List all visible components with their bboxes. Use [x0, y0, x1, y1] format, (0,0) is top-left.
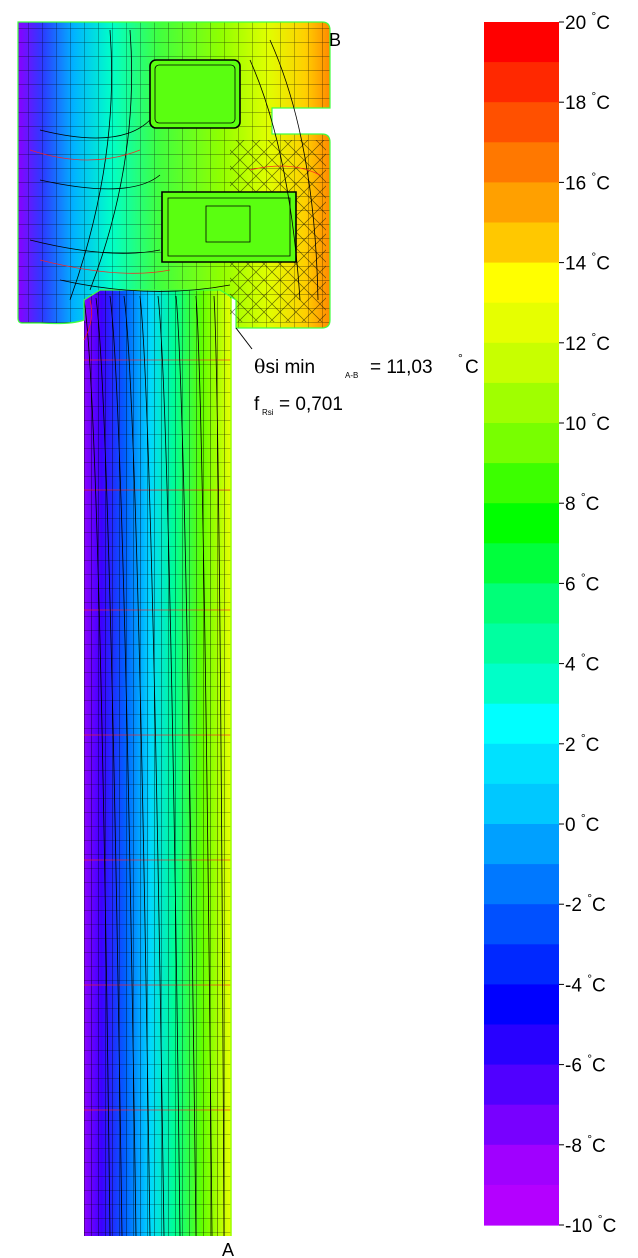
colorbar-level-28 [484, 1144, 559, 1186]
colorbar-level-13 [484, 543, 559, 584]
colorbar-tick--8: -8 °C [559, 1132, 606, 1157]
colorbar-level-29 [484, 1184, 559, 1226]
colorbar-level-19 [484, 783, 559, 825]
wall-section [83, 290, 232, 1237]
colorbar-tick-0: 0 °C [559, 811, 599, 836]
colorbar-level-9 [484, 382, 559, 424]
colorbar-level-15 [484, 623, 559, 665]
f-rsi-annotation: f Rsi = 0,701 [254, 394, 343, 417]
colorbar-tick-label: -2 °C [565, 891, 606, 916]
colorbar-tick-label: 2 °C [565, 731, 599, 756]
colorbar-tick-label: 16 °C [565, 169, 610, 194]
colorbar-tick-label: 8 °C [565, 490, 599, 515]
colorbar-tick-label: 10 °C [565, 410, 610, 435]
colorbar-tick-12: 12 °C [559, 330, 610, 355]
colorbar-level-7 [484, 302, 559, 344]
colorbar-tick-label: 6 °C [565, 570, 599, 595]
svg-text:C: C [465, 357, 479, 378]
colorbar-level-2 [484, 102, 559, 143]
colorbar-tick-label: -10 °C [565, 1212, 616, 1237]
colorbar-tick-label: 4 °C [565, 651, 599, 676]
colorbar-level-27 [484, 1104, 559, 1146]
svg-text:°: ° [458, 351, 463, 365]
colorbar-level-4 [484, 182, 559, 224]
colorbar-tick--6: -6 °C [559, 1052, 606, 1077]
colorbar-tick-label: 20 °C [565, 9, 610, 34]
colorbar-level-1 [484, 62, 559, 103]
colorbar-tick-label: -4 °C [565, 971, 606, 996]
colorbar-level-3 [484, 142, 559, 183]
colorbar-level-5 [484, 222, 559, 264]
colorbar-tick-label: 0 °C [565, 811, 599, 836]
colorbar-tick--2: -2 °C [559, 891, 606, 916]
colorbar-tick-10: 10 °C [559, 410, 610, 435]
colorbar-level-21 [484, 864, 559, 905]
colorbar-level-24 [484, 984, 559, 1026]
svg-text:A-B: A-B [345, 371, 358, 380]
colorbar-level-17 [484, 703, 559, 745]
window-frame-section [17, 21, 331, 341]
theta-si-min-annotation: θsi min A-B = 11,03 ° C [254, 351, 479, 380]
point-a-label: A [222, 1240, 234, 1258]
colorbar-tick--4: -4 °C [559, 971, 606, 996]
colorbar-level-0 [484, 22, 559, 63]
colorbar-tick-label: 18 °C [565, 89, 610, 114]
colorbar-level-25 [484, 1024, 559, 1066]
colorbar-level-18 [484, 743, 559, 785]
colorbar-tick-label: 12 °C [565, 330, 610, 355]
colorbar-tick-label: -8 °C [565, 1132, 606, 1157]
colorbar-tick--10: -10 °C [559, 1212, 616, 1237]
colorbar-tick-14: 14 °C [559, 250, 610, 275]
colorbar-tick-6: 6 °C [559, 570, 599, 595]
svg-text:f: f [254, 394, 260, 415]
svg-text:Rsi: Rsi [262, 408, 274, 417]
colorbar-tick-16: 16 °C [559, 169, 610, 194]
colorbar-tick-label: 14 °C [565, 250, 610, 275]
temperature-colorbar [484, 22, 559, 1226]
annotation-leader-line [235, 327, 253, 350]
colorbar-tick-20: 20 °C [559, 9, 610, 34]
colorbar-level-12 [484, 503, 559, 544]
svg-text:= 11,03: = 11,03 [370, 357, 433, 378]
colorbar-tick-label: -6 °C [565, 1052, 606, 1077]
colorbar-level-6 [484, 262, 559, 304]
colorbar-level-11 [484, 463, 559, 504]
colorbar-tick-8: 8 °C [559, 490, 599, 515]
colorbar-level-10 [484, 423, 559, 464]
colorbar-level-26 [484, 1064, 559, 1106]
colorbar-level-14 [484, 583, 559, 625]
colorbar-level-20 [484, 824, 559, 865]
colorbar-tick-labels: 20 °C 18 °C 16 °C 14 °C 12 °C 10 °C 8 °C 6 °C 4 … [559, 9, 616, 1237]
colorbar-tick-4: 4 °C [559, 651, 599, 676]
colorbar-tick-18: 18 °C [559, 89, 610, 114]
svg-text:θsi min: θsi min [254, 356, 315, 378]
colorbar-level-8 [484, 342, 559, 384]
colorbar-tick-2: 2 °C [559, 731, 599, 756]
colorbar-level-23 [484, 944, 559, 985]
point-b-label: B [329, 30, 341, 50]
svg-text:= 0,701: = 0,701 [279, 394, 343, 415]
colorbar-level-22 [484, 904, 559, 945]
colorbar-level-16 [484, 663, 559, 705]
